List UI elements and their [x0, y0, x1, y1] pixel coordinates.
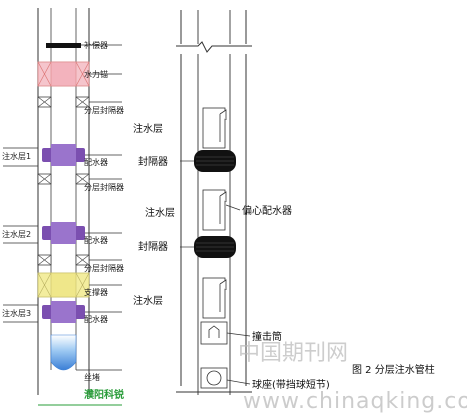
compensator-bar [46, 43, 81, 48]
packer-1 [37, 96, 90, 108]
figure-caption: 图 2 分层注水管柱 [352, 363, 435, 376]
label-water-distributor-2: 配水器 [84, 235, 108, 245]
packer-b [194, 236, 236, 258]
label-water-injection-layer-3: 注水层3 [2, 308, 31, 318]
packer-a [194, 150, 236, 172]
label-packer-b: 封隔器 [138, 240, 168, 253]
water-distributor-3 [42, 301, 85, 323]
watermark-url: www.chinaqking.com [243, 389, 467, 414]
label-hydraulic-anchor: 水力锚 [84, 69, 108, 79]
label-packer-a: 封隔器 [138, 155, 168, 168]
brand-label: 濮阳科锐 [84, 388, 124, 401]
label-plug: 丝堵 [84, 372, 100, 382]
label-layered-packer-3: 分层封隔器 [84, 263, 124, 273]
label-water-distributor-1: 配水器 [84, 157, 108, 167]
hydraulic-anchor-block [37, 61, 90, 87]
eccentric-distributor-1 [202, 107, 227, 149]
label-ball-seat: 球座(带挡球短节) [252, 378, 330, 391]
label-layered-packer-1: 分层封隔器 [84, 105, 124, 115]
left-diagram: 补偿器 水力锚 分层封隔器 配水器 分层封隔器 配水器 分层封隔器 支撑器 配水… [2, 8, 124, 406]
label-water-injection-layer-2: 注水层2 [2, 229, 31, 239]
support-device [37, 272, 90, 298]
label-water-injection-layer-b: 注水层 [145, 206, 175, 219]
watermark-cn: 中国期刊网 [238, 341, 348, 366]
eccentric-distributor-2 [202, 189, 227, 231]
label-water-injection-layer-a: 注水层 [133, 122, 163, 135]
label-layered-packer-2: 分层封隔器 [84, 182, 124, 192]
label-eccentric-distributor: 偏心配水器 [242, 204, 292, 217]
packer-2 [37, 173, 90, 185]
ball-seat [200, 367, 228, 389]
plug-bottom [50, 334, 77, 371]
label-water-injection-layer-1: 注水层1 [2, 151, 31, 161]
label-impact-cylinder: 撞击筒 [252, 330, 282, 343]
label-compensator: 补偿器 [84, 40, 108, 50]
label-water-injection-layer-c: 注水层 [133, 294, 163, 307]
right-diagram: 注水层 封隔器 注水层 偏心配水器 封隔器 注水层 撞击筒 球座(带挡球短节) … [133, 10, 435, 395]
eccentric-distributor-3 [202, 277, 227, 319]
label-support-device: 支撑器 [84, 287, 108, 297]
impact-cylinder [200, 321, 228, 345]
packer-3 [37, 254, 90, 266]
label-water-distributor-3: 配水器 [84, 314, 108, 324]
water-distributor-1 [42, 144, 85, 166]
water-distributor-2 [42, 222, 85, 244]
